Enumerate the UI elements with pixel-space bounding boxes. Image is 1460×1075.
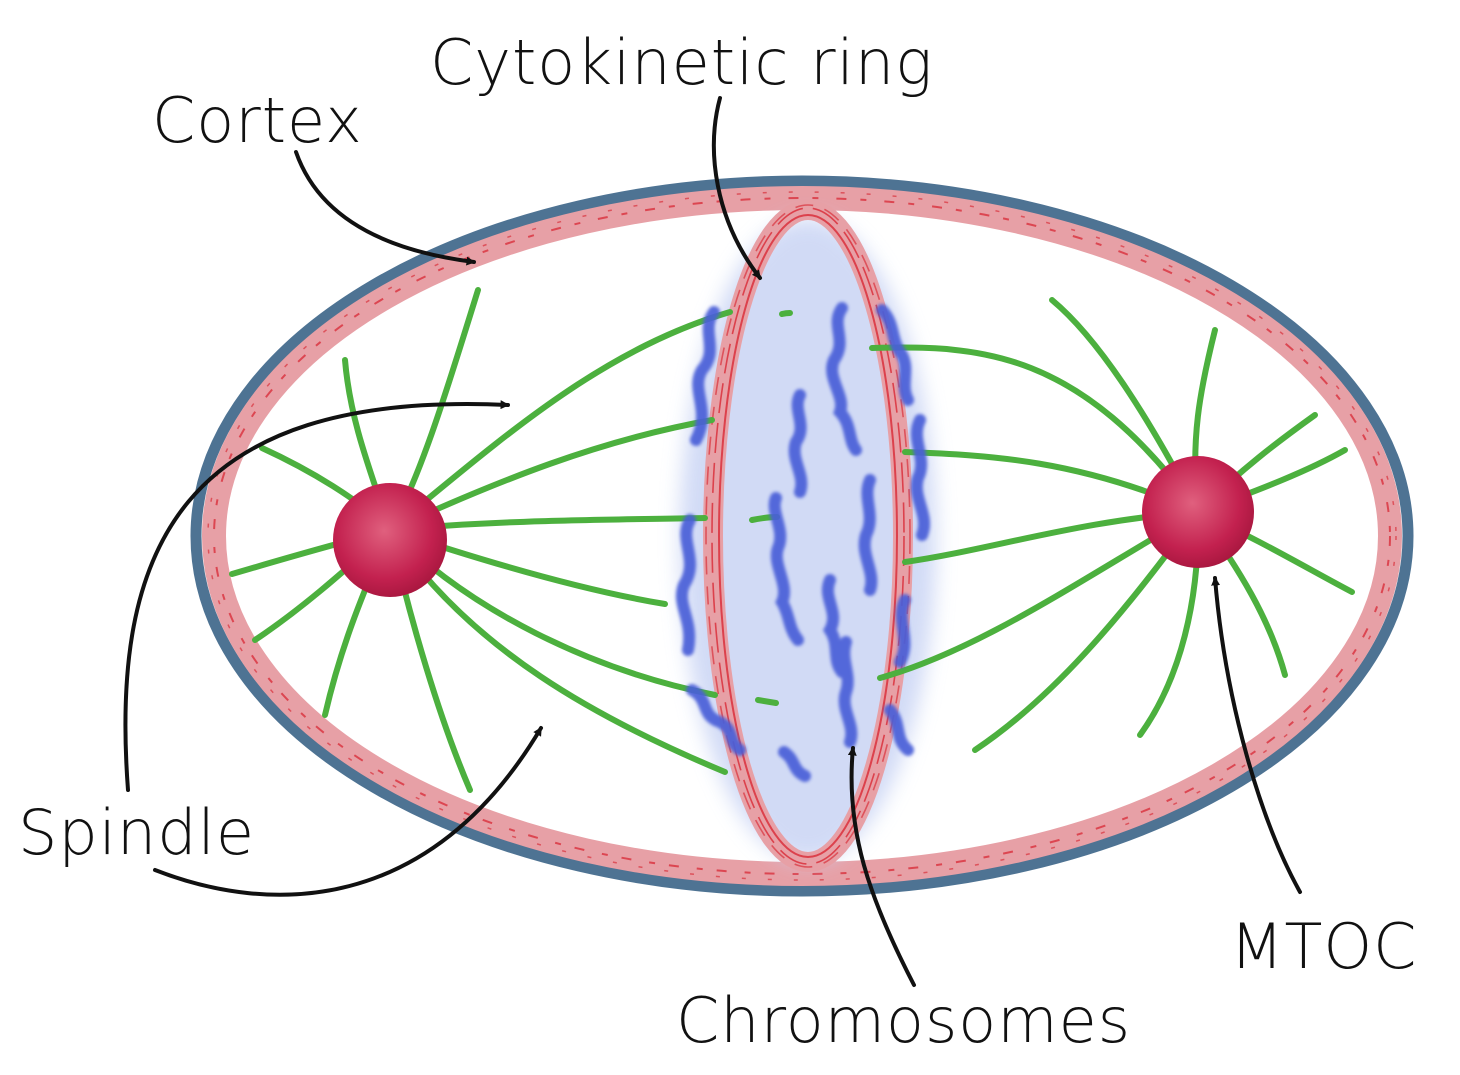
spindle-lower-arrow <box>153 726 543 897</box>
cortex-label: Cortex <box>152 84 363 157</box>
chromosomes-label: Chromosomes <box>676 984 1132 1057</box>
mtoc-left <box>333 483 447 597</box>
cytokinetic-ring-label: Cytokinetic ring <box>430 26 934 99</box>
mtoc-label: MTOC <box>1230 910 1418 983</box>
mtoc-arrow <box>1211 576 1302 894</box>
spindle-label: Spindle <box>18 796 255 869</box>
cortex-layer <box>202 186 1402 886</box>
mtoc-right <box>1142 456 1254 568</box>
spindle-upper-arrow <box>123 400 510 792</box>
chromosomes <box>675 302 931 782</box>
chromosome-haze <box>680 218 936 862</box>
cytokinetic-ring-arrow <box>711 96 762 280</box>
chromosomes-arrow <box>847 746 916 987</box>
annotation-arrows <box>123 96 1302 987</box>
cortex-arrow <box>294 150 476 266</box>
cytokinetic-ring <box>703 200 913 872</box>
